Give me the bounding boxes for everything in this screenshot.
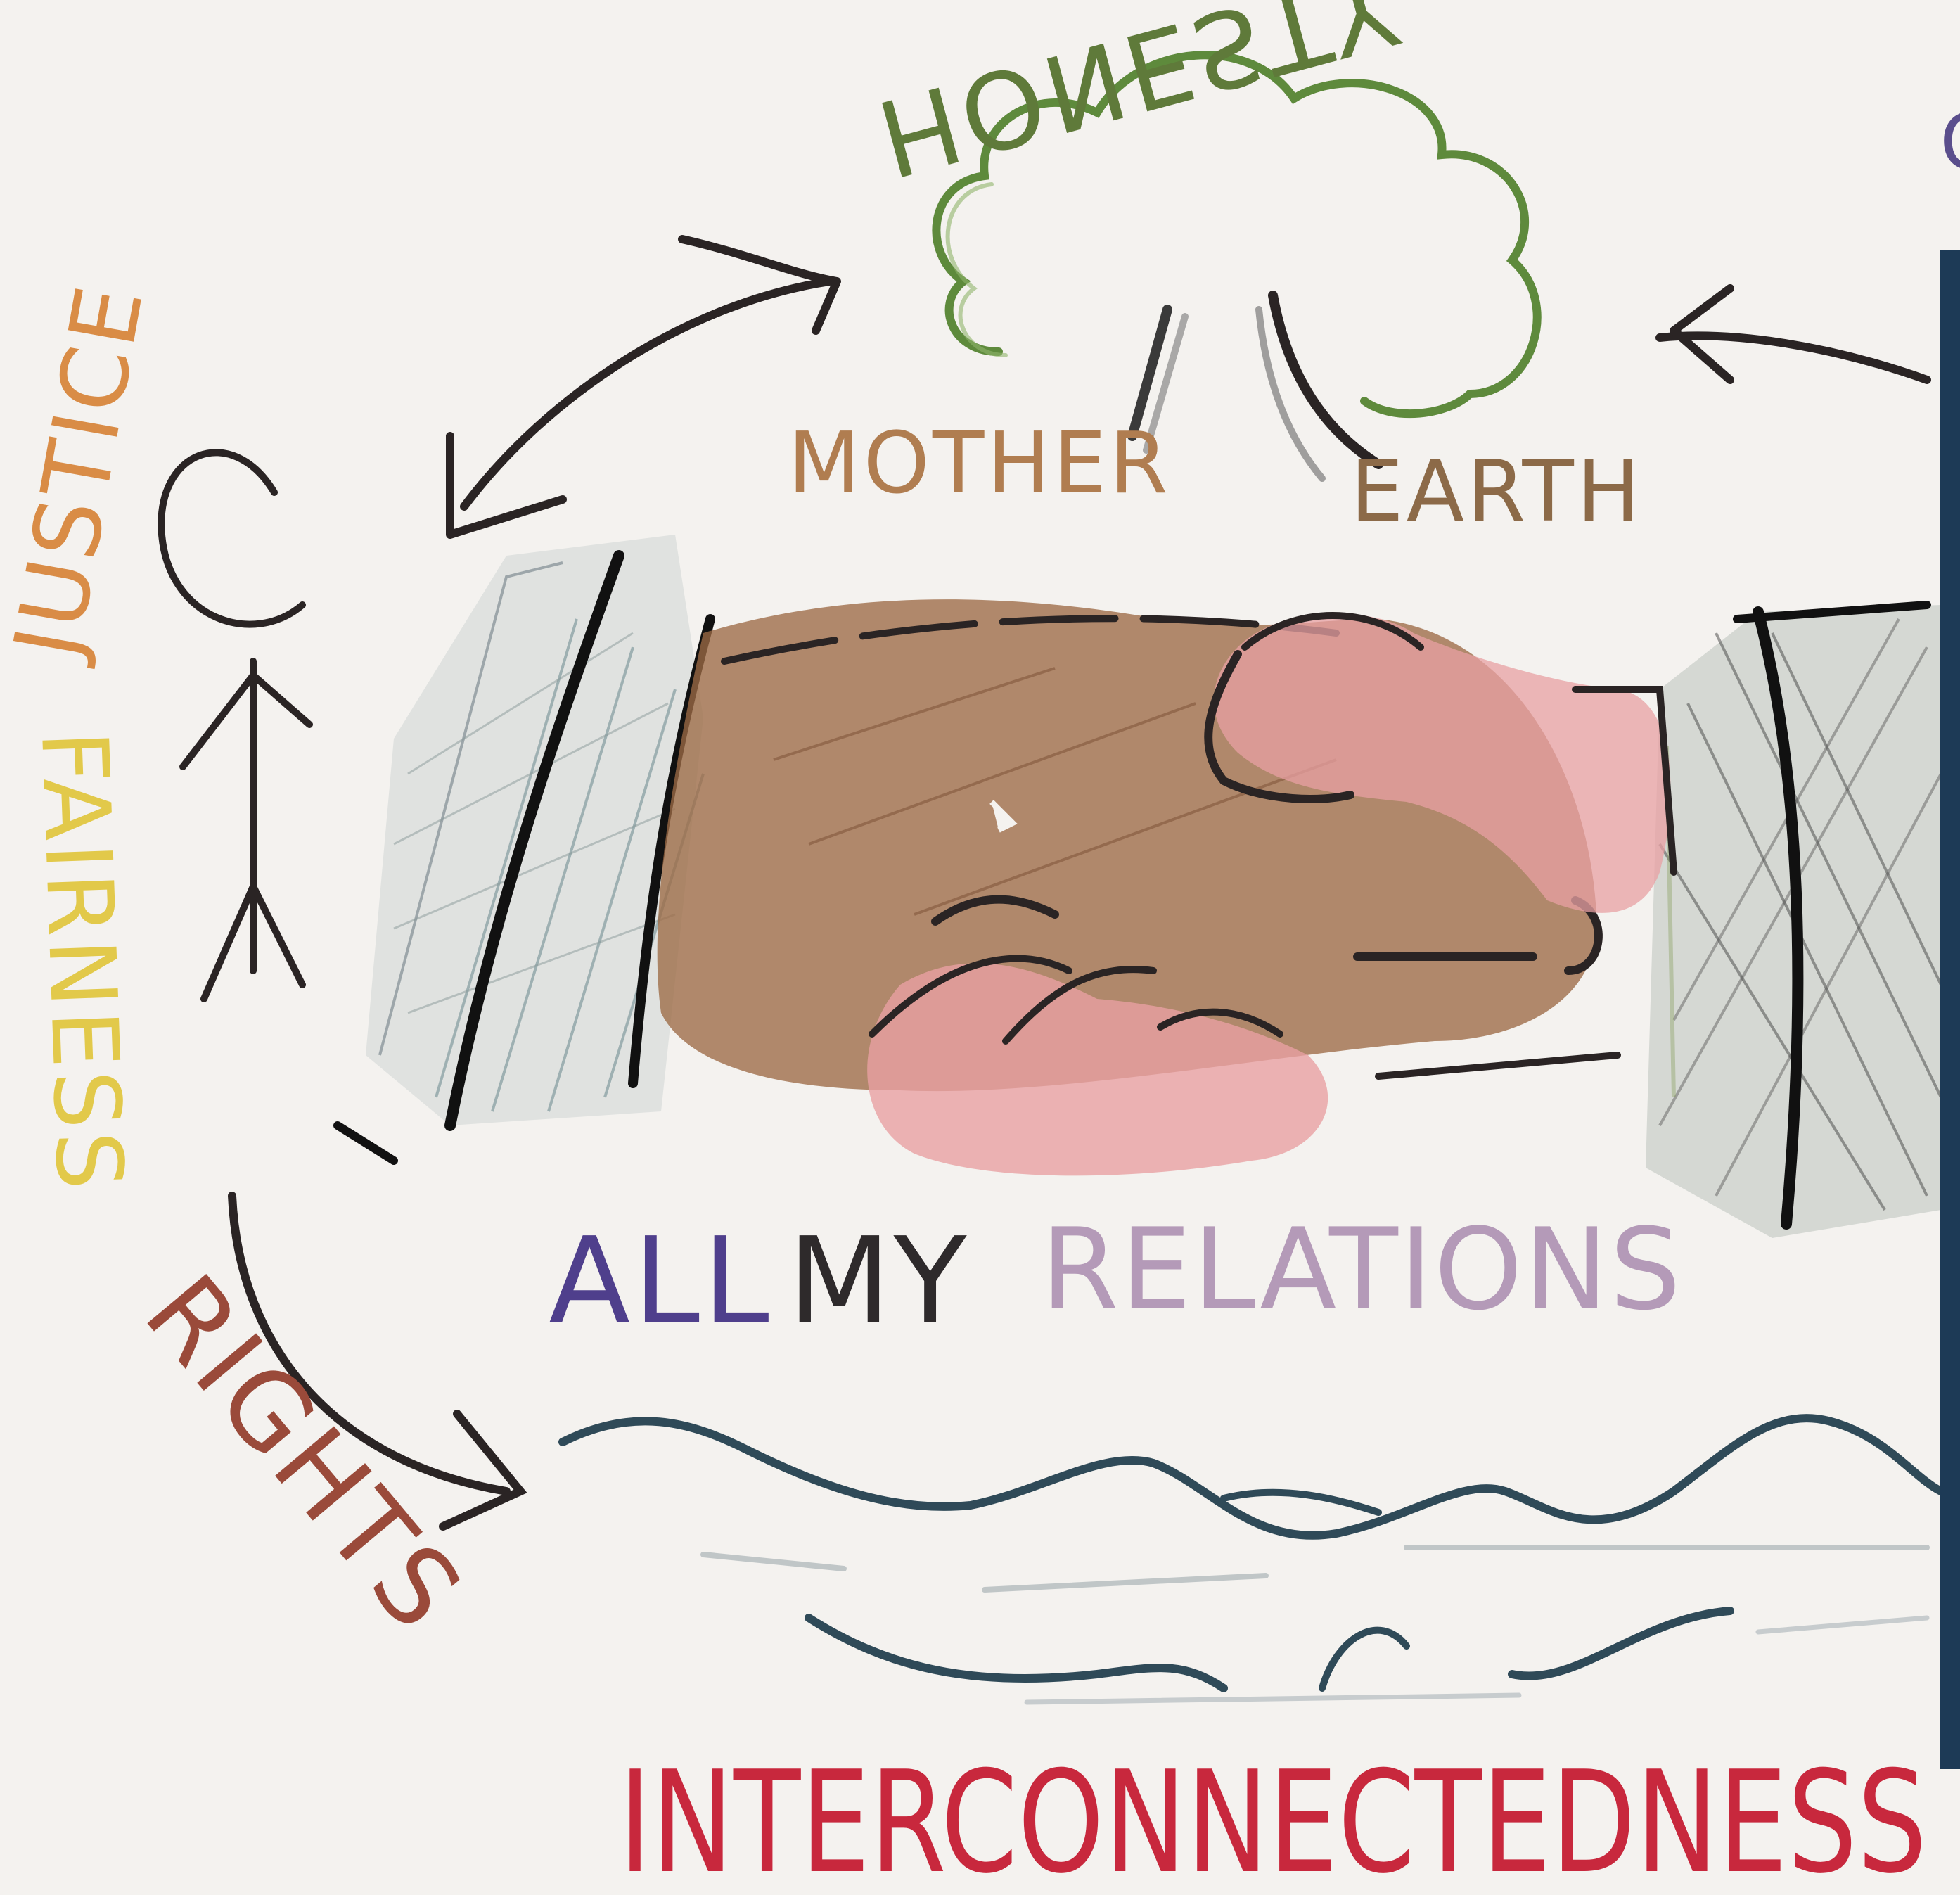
honesty-label: HONESTY [866, 0, 1413, 199]
left-sleeve-shape [333, 535, 715, 1165]
earth-label: EARTH [1350, 443, 1643, 541]
navy-edge-panel [1940, 250, 1960, 1769]
all-label: ALL [549, 1212, 772, 1351]
fairness-label: FAIRNESS [20, 729, 143, 1194]
pink-hand-bottom-shape [867, 895, 1621, 1176]
rights-label: RIGHTS [121, 1253, 486, 1655]
tree-cloud-icon [932, 51, 1542, 482]
justice-label: JUSTICE [0, 276, 164, 670]
water-waves-icon [558, 1414, 1945, 1705]
relations-label: RELATIONS [1041, 1204, 1682, 1335]
person-figure-icon [158, 449, 313, 1002]
mother-label: MOTHER [788, 415, 1171, 513]
my-label: MY [788, 1212, 970, 1351]
right-sleeve-shape [1646, 601, 1942, 1238]
arrow-rights-to-water-icon [228, 1192, 527, 1531]
arrow-honesty-to-earth-icon [446, 235, 1931, 539]
interconnectedness-label: INTERCONNECTEDNESS [619, 1741, 1927, 1895]
pink-hand-top-shape [1204, 612, 1677, 913]
partial-right-word-label: CITY [1940, 94, 1960, 184]
